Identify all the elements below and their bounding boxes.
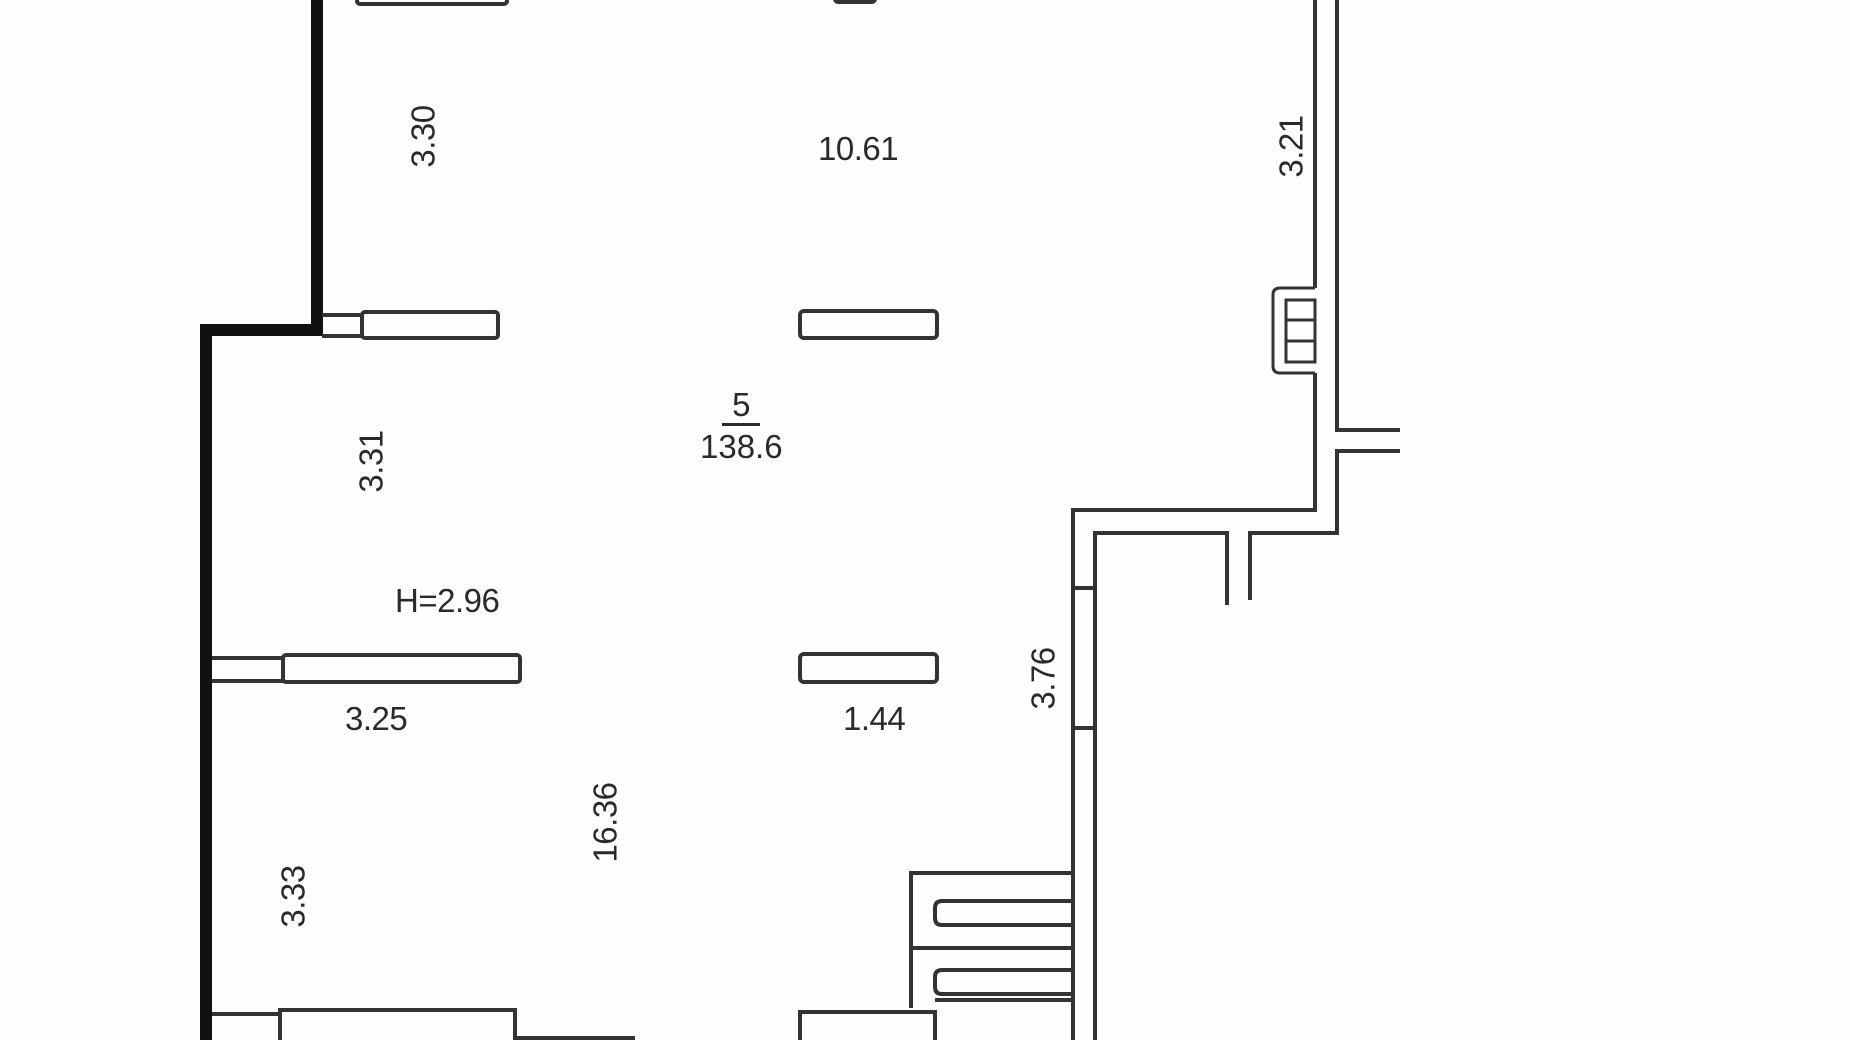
staircase (909, 871, 1073, 1008)
dimension-top-left-vertical: 3.30 (404, 105, 442, 168)
window-bottom-left (212, 1008, 635, 1040)
window-top-left (355, 0, 509, 6)
window-upper-right (798, 309, 939, 340)
dimension-window-left: 3.25 (345, 700, 408, 737)
dimension-top-center: 10.61 (818, 130, 899, 167)
ceiling-height-label: H=2.96 (395, 582, 500, 619)
dimension-mid-left-vertical: 3.31 (352, 430, 390, 493)
radiator-icon (1271, 286, 1317, 375)
dimension-corridor-vertical: 3.76 (1024, 647, 1062, 710)
dimension-bottom-left-vertical: 3.33 (274, 865, 312, 928)
window-middle-left (212, 653, 522, 684)
window-bottom-right (798, 1010, 937, 1040)
room-label: 5 138.6 (700, 388, 783, 463)
dimension-window-right: 1.44 (843, 700, 906, 737)
dimension-right-vertical: 3.21 (1272, 115, 1310, 178)
corridor-walls (1071, 0, 1400, 1040)
dimension-total-length: 16.36 (586, 782, 624, 863)
window-upper-left (322, 310, 500, 340)
exterior-wall-left (200, 0, 323, 1040)
window-middle-right (798, 652, 939, 684)
window-top-right (833, 0, 877, 4)
room-area: 138.6 (700, 428, 783, 465)
room-number: 5 (722, 388, 761, 426)
